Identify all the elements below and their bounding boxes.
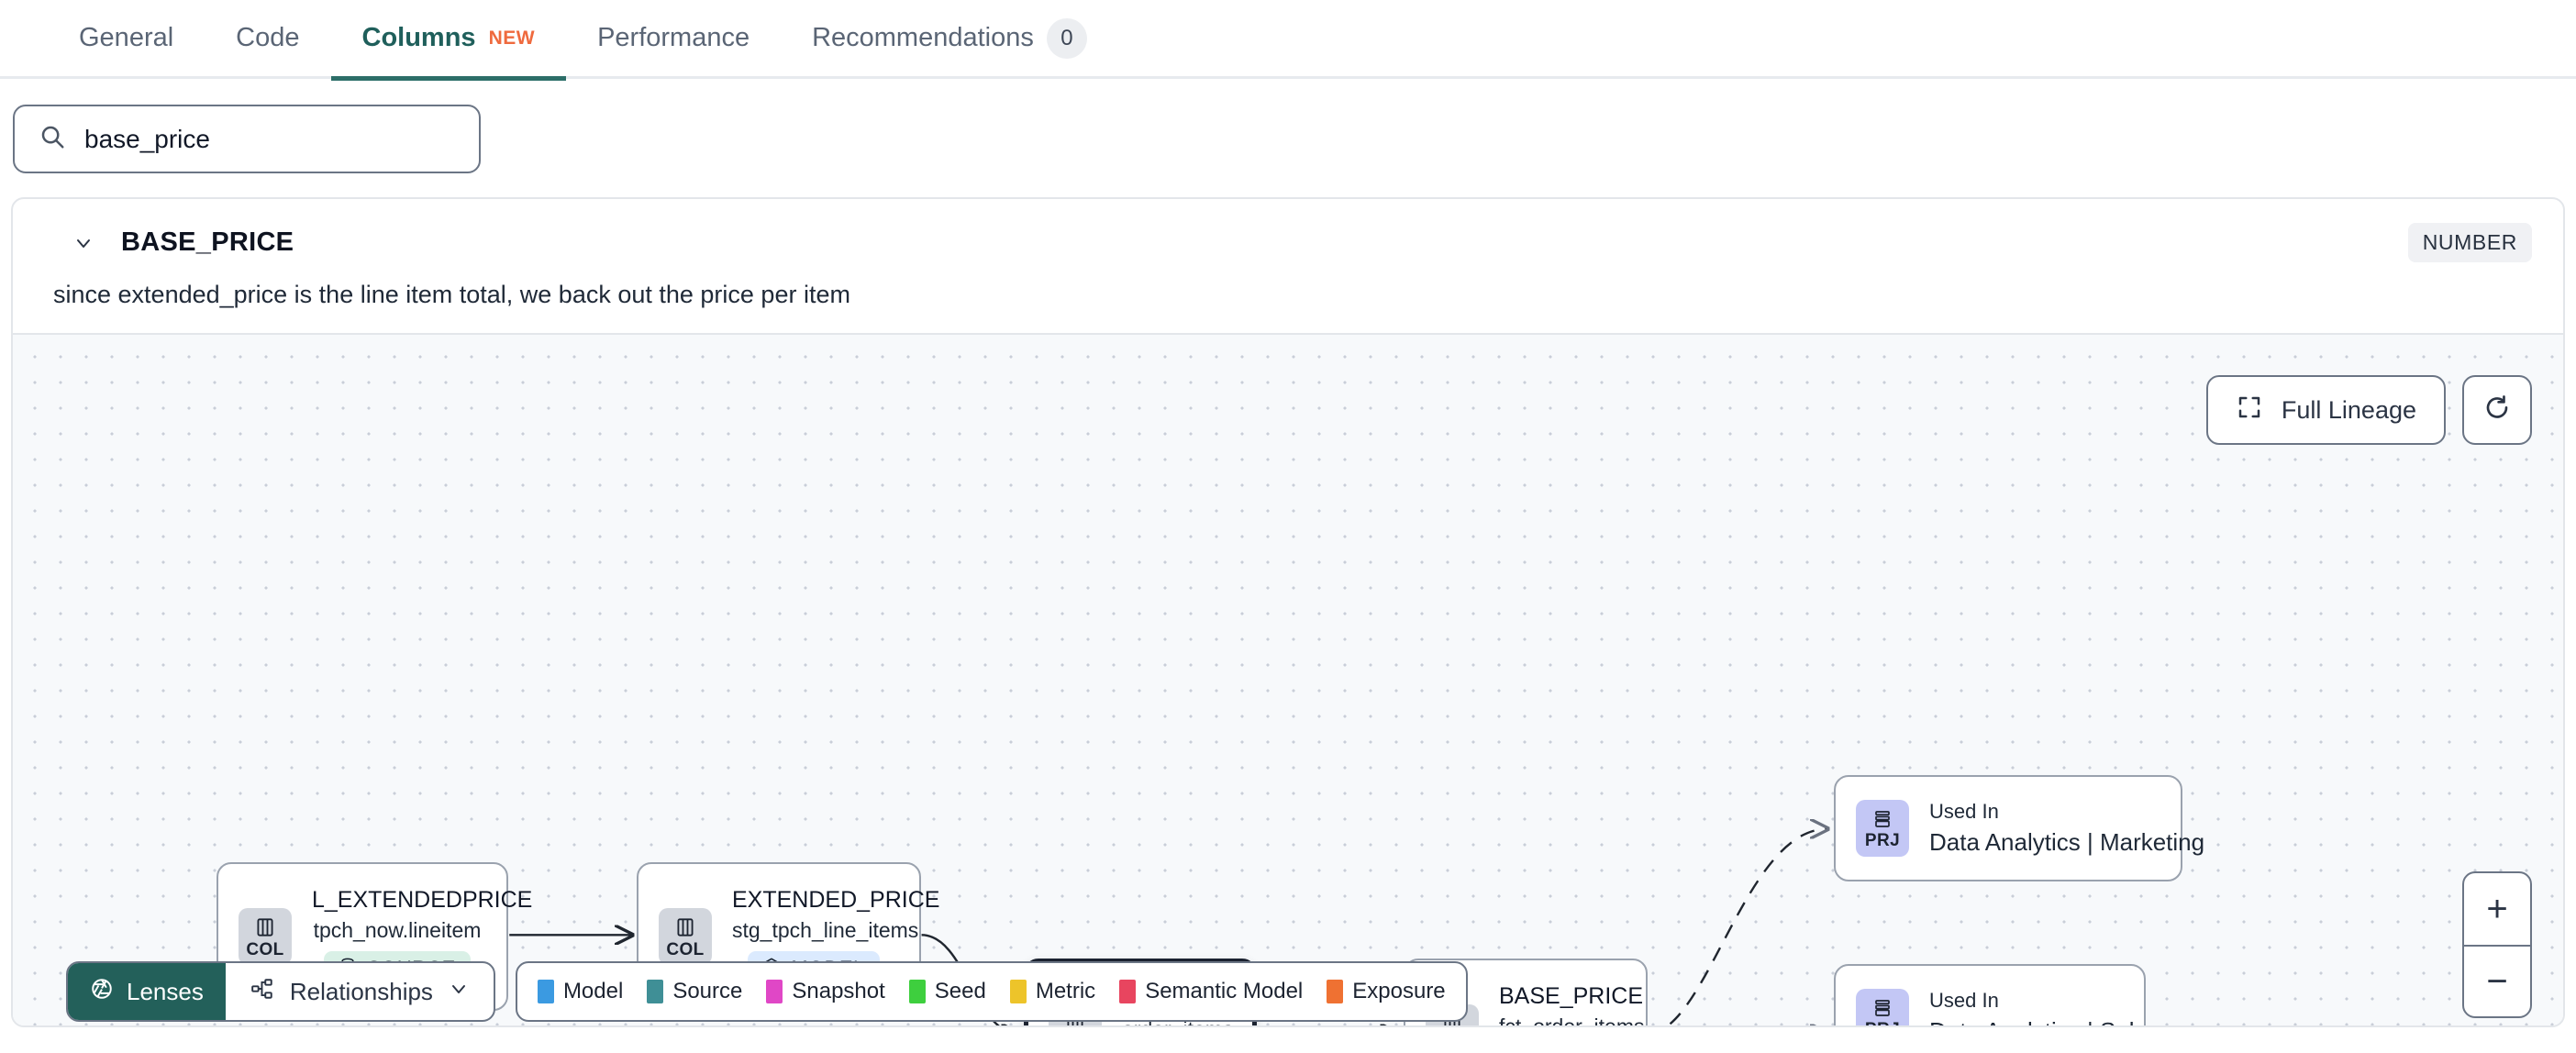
lineage-canvas[interactable]: COL L_EXTENDEDPRICE tpch_now.lineitem SO… <box>13 333 2563 1027</box>
node-title: Used In <box>1929 800 1999 823</box>
legend-item-model: Model <box>537 979 624 1004</box>
node-subtitle: tpch_now.lineitem <box>313 918 482 942</box>
relationships-label: Relationships <box>289 977 433 1005</box>
zoom-in-button[interactable]: + <box>2486 888 2508 929</box>
column-icon: COL <box>239 908 292 965</box>
tab-performance[interactable]: Performance <box>566 0 781 78</box>
search-icon <box>39 123 66 155</box>
tab-recommendations[interactable]: Recommendations 0 <box>781 0 1118 78</box>
column-icon: COL <box>659 908 712 965</box>
chevron-down-icon[interactable] <box>68 227 99 259</box>
node-kind-label: PRJ <box>1865 1021 1900 1026</box>
node-title: BASE_PRICE <box>1499 983 1644 1009</box>
lenses-button[interactable]: Lenses <box>68 963 226 1020</box>
legend-swatch <box>1009 980 1027 1003</box>
tab-label: Recommendations <box>812 23 1034 52</box>
column-panel: BASE_PRICE NUMBER since extended_price i… <box>11 197 2565 1027</box>
legend-label: Exposure <box>1352 979 1446 1003</box>
lenses-label: Lenses <box>127 977 204 1005</box>
node-title: L_EXTENDEDPRICE <box>312 887 533 913</box>
refresh-button[interactable] <box>2462 375 2532 445</box>
legend-swatch <box>1327 980 1344 1003</box>
legend-label: Source <box>672 979 743 1003</box>
refresh-icon <box>2482 393 2512 427</box>
legend-label: Snapshot <box>792 979 885 1003</box>
tab-label: General <box>79 23 174 52</box>
lineage-legend: Model Source Snapshot Seed Metric <box>515 961 1468 1022</box>
project-icon: PRJ <box>1856 800 1909 857</box>
column-header: BASE_PRICE NUMBER <box>13 199 2563 262</box>
node-title: Used In <box>1929 989 1999 1012</box>
tab-bar: General Code Columns NEW Performance Rec… <box>0 0 2576 81</box>
tab-label: Columns <box>361 23 476 52</box>
legend-item-semantic-model: Semantic Model <box>1119 979 1303 1004</box>
legend-label: Semantic Model <box>1145 979 1304 1003</box>
page-title: BASE_PRICE <box>121 227 294 257</box>
node-kind-label: PRJ <box>1864 830 1901 850</box>
search-box[interactable] <box>13 105 481 173</box>
tab-columns[interactable]: Columns NEW <box>330 0 567 81</box>
aperture-icon <box>90 977 114 1007</box>
hierarchy-icon <box>250 977 275 1007</box>
legend-item-seed: Seed <box>908 979 986 1004</box>
node-subtitle: Data Analytics | Marketing <box>1929 828 2205 856</box>
tab-count-badge: 0 <box>1046 17 1087 59</box>
canvas-top-controls: Full Lineage <box>2205 375 2532 445</box>
full-lineage-label: Full Lineage <box>2281 395 2416 424</box>
project-icon: PRJ <box>1856 989 1909 1026</box>
node-subtitle: fct_order_items <box>1499 1014 1645 1027</box>
tab-label: Performance <box>597 23 750 52</box>
zoom-out-button[interactable]: − <box>2464 945 2530 1016</box>
column-description: since extended_price is the line item to… <box>53 281 850 308</box>
search-area <box>0 79 2576 173</box>
legend-swatch <box>766 980 783 1003</box>
legend-swatch <box>537 980 554 1003</box>
lineage-node-project-sales[interactable]: PRJ Used In Data Analytics | Sales <box>1834 964 2160 1026</box>
tab-label: Code <box>236 23 300 52</box>
full-lineage-button[interactable]: Full Lineage <box>2205 375 2446 445</box>
lenses-relationships-group: Lenses Relationships <box>66 961 495 1022</box>
node-subtitle: stg_tpch_line_items <box>732 918 919 942</box>
legend-label: Model <box>562 979 624 1003</box>
legend-swatch <box>647 980 664 1003</box>
edge-fct-prj1 <box>1666 829 1827 1025</box>
column-type-badge: NUMBER <box>2407 223 2532 262</box>
tab-new-badge: NEW <box>488 27 536 49</box>
legend-item-metric: Metric <box>1009 979 1096 1004</box>
maximize-icon <box>2236 393 2263 427</box>
search-input[interactable] <box>84 124 455 154</box>
lineage-node-project-marketing[interactable]: PRJ Used In Data Analytics | Marketing <box>1834 775 2205 881</box>
legend-item-snapshot: Snapshot <box>766 979 885 1004</box>
node-title: EXTENDED_PRICE <box>732 887 940 913</box>
tab-general[interactable]: General <box>48 0 205 78</box>
legend-swatch <box>908 980 926 1003</box>
canvas-bottom-bar: Lenses Relationships <box>66 961 1468 1022</box>
relationships-dropdown[interactable]: Relationships <box>226 963 494 1020</box>
node-kind-label: COL <box>666 939 705 959</box>
zoom-controls: + − <box>2462 871 2532 1018</box>
node-kind-label: COL <box>246 939 284 959</box>
node-subtitle: Data Analytics | Sales <box>1929 1017 2160 1025</box>
legend-item-source: Source <box>647 979 742 1004</box>
legend-swatch <box>1119 980 1137 1003</box>
tab-code[interactable]: Code <box>205 0 330 78</box>
legend-label: Seed <box>934 979 986 1003</box>
legend-item-exposure: Exposure <box>1327 979 1446 1004</box>
legend-label: Metric <box>1035 979 1096 1003</box>
chevron-down-icon <box>448 978 470 1006</box>
